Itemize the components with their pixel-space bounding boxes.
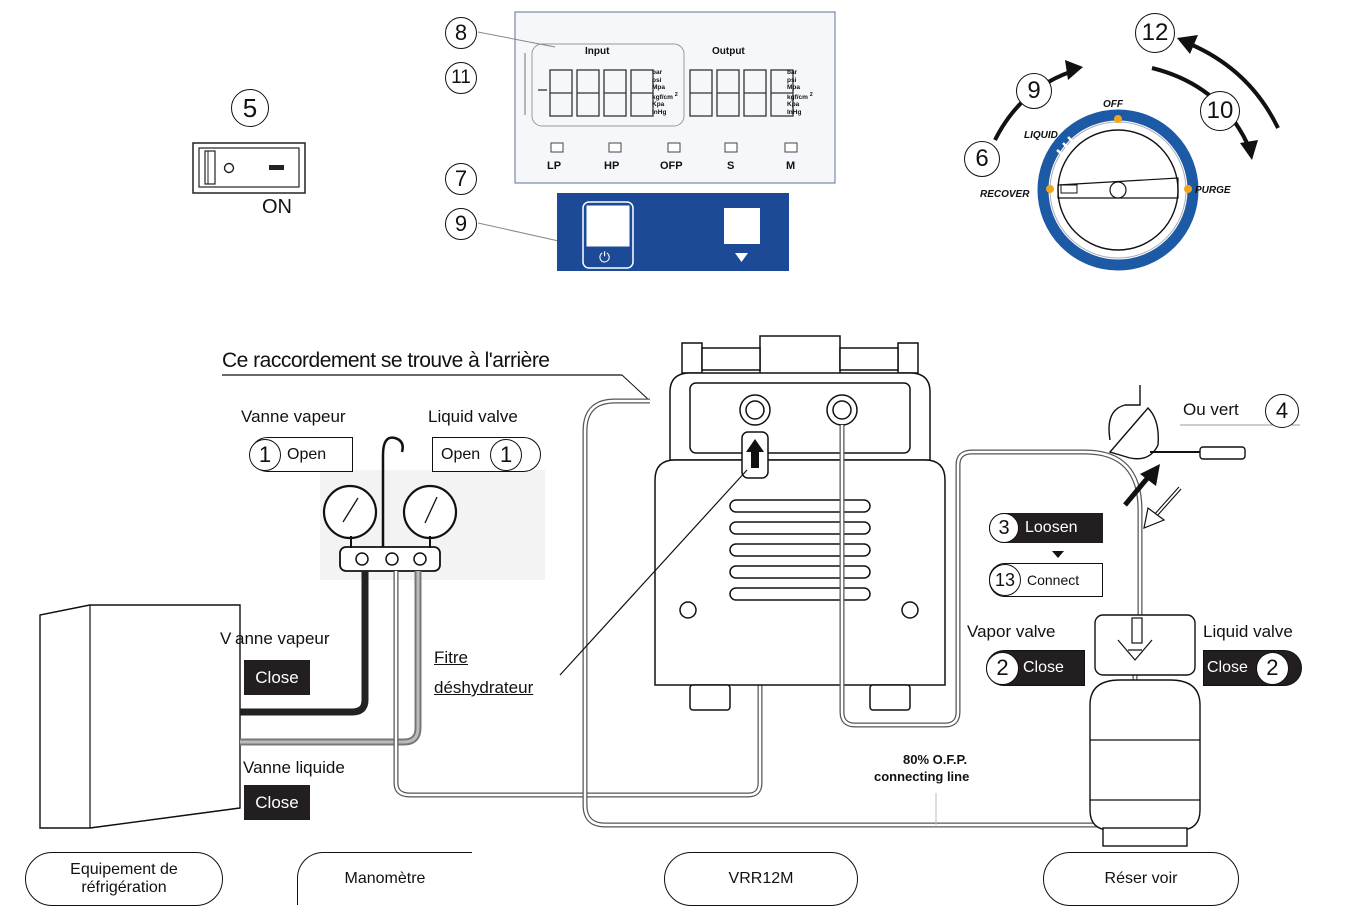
step-6-marker: 6: [964, 141, 1000, 177]
down-button[interactable]: [724, 208, 760, 244]
step-9-marker: 9: [445, 208, 477, 240]
knob-liquid-label: LIQUID: [1024, 130, 1058, 141]
step-8-marker: 8: [445, 17, 477, 49]
indicator-hp: HP: [604, 160, 620, 172]
step-9-knob-marker: 9: [1016, 73, 1052, 109]
power-button[interactable]: [587, 206, 629, 246]
step-7-marker: 7: [445, 163, 477, 195]
ofp-line-label-1: 80% O.F.P.: [903, 752, 968, 767]
tank-liquid-close-badge: Close 2: [1203, 650, 1302, 686]
manometer-caption: Manomètre: [297, 852, 472, 905]
rear-connection-caption: Ce raccordement se trouve à l'arrière: [222, 349, 550, 372]
indicator-ofp: OFP: [660, 160, 683, 172]
step-5-marker: 5: [231, 89, 269, 127]
liquid-close-badge: Close: [244, 785, 310, 820]
indicator-s: S: [727, 160, 735, 172]
step-12-marker: 12: [1135, 13, 1175, 53]
indicator-lp: LP: [547, 160, 562, 172]
open-label: Ou vert: [1183, 400, 1239, 419]
down-arrow-icon: [735, 253, 748, 262]
connect-badge: 13 Connect: [989, 563, 1103, 597]
liquid-open-badge: Open 1: [432, 437, 541, 472]
step-11-marker: 11: [445, 62, 477, 94]
step-4-marker: 4: [1265, 394, 1299, 428]
ofp-line-label-2: connecting line: [874, 769, 970, 784]
filter-label-2: déshydrateur: [434, 678, 534, 697]
liquid-valve-equipment-label: Vanne liquide: [243, 758, 345, 777]
vapor-close-badge: Close: [244, 660, 310, 695]
knob-purge-label: PURGE: [1195, 185, 1231, 196]
device-caption: VRR12M: [664, 852, 858, 906]
switch-on-label: ON: [262, 196, 292, 218]
knob-off-label: OFF: [1103, 99, 1123, 110]
loosen-badge: 3 Loosen: [989, 513, 1103, 543]
step-10-marker: 10: [1200, 91, 1240, 131]
vapor-valve-equipment-label: anne vapeur: [235, 629, 330, 648]
filter-label-1: Fitre: [434, 648, 468, 667]
tank-vapor-close-badge: 2 Close: [986, 650, 1085, 686]
vapor-valve-manifold-label: Vanne vapeur: [241, 407, 346, 426]
knob-recover-label: RECOVER: [980, 189, 1030, 200]
liquid-valve-tank-label: Liquid valve: [1203, 622, 1293, 641]
mode-knob[interactable]: [1058, 130, 1178, 250]
output-label: Output: [712, 46, 745, 57]
vapor-valve-equipment-label-v: V: [220, 629, 232, 648]
equipment-caption: Equipement de réfrigération: [25, 852, 223, 906]
input-label: Input: [585, 46, 610, 57]
power-switch[interactable]: [193, 143, 305, 193]
power-icon: ⏻: [599, 249, 611, 265]
indicator-m: M: [786, 160, 796, 172]
vapor-valve-tank-label: Vapor valve: [967, 622, 1056, 641]
liquid-valve-manifold-label: Liquid valve: [428, 407, 518, 426]
reservoir-caption: Réser voir: [1043, 852, 1239, 906]
vapor-open-badge: 1 Open: [249, 437, 353, 472]
